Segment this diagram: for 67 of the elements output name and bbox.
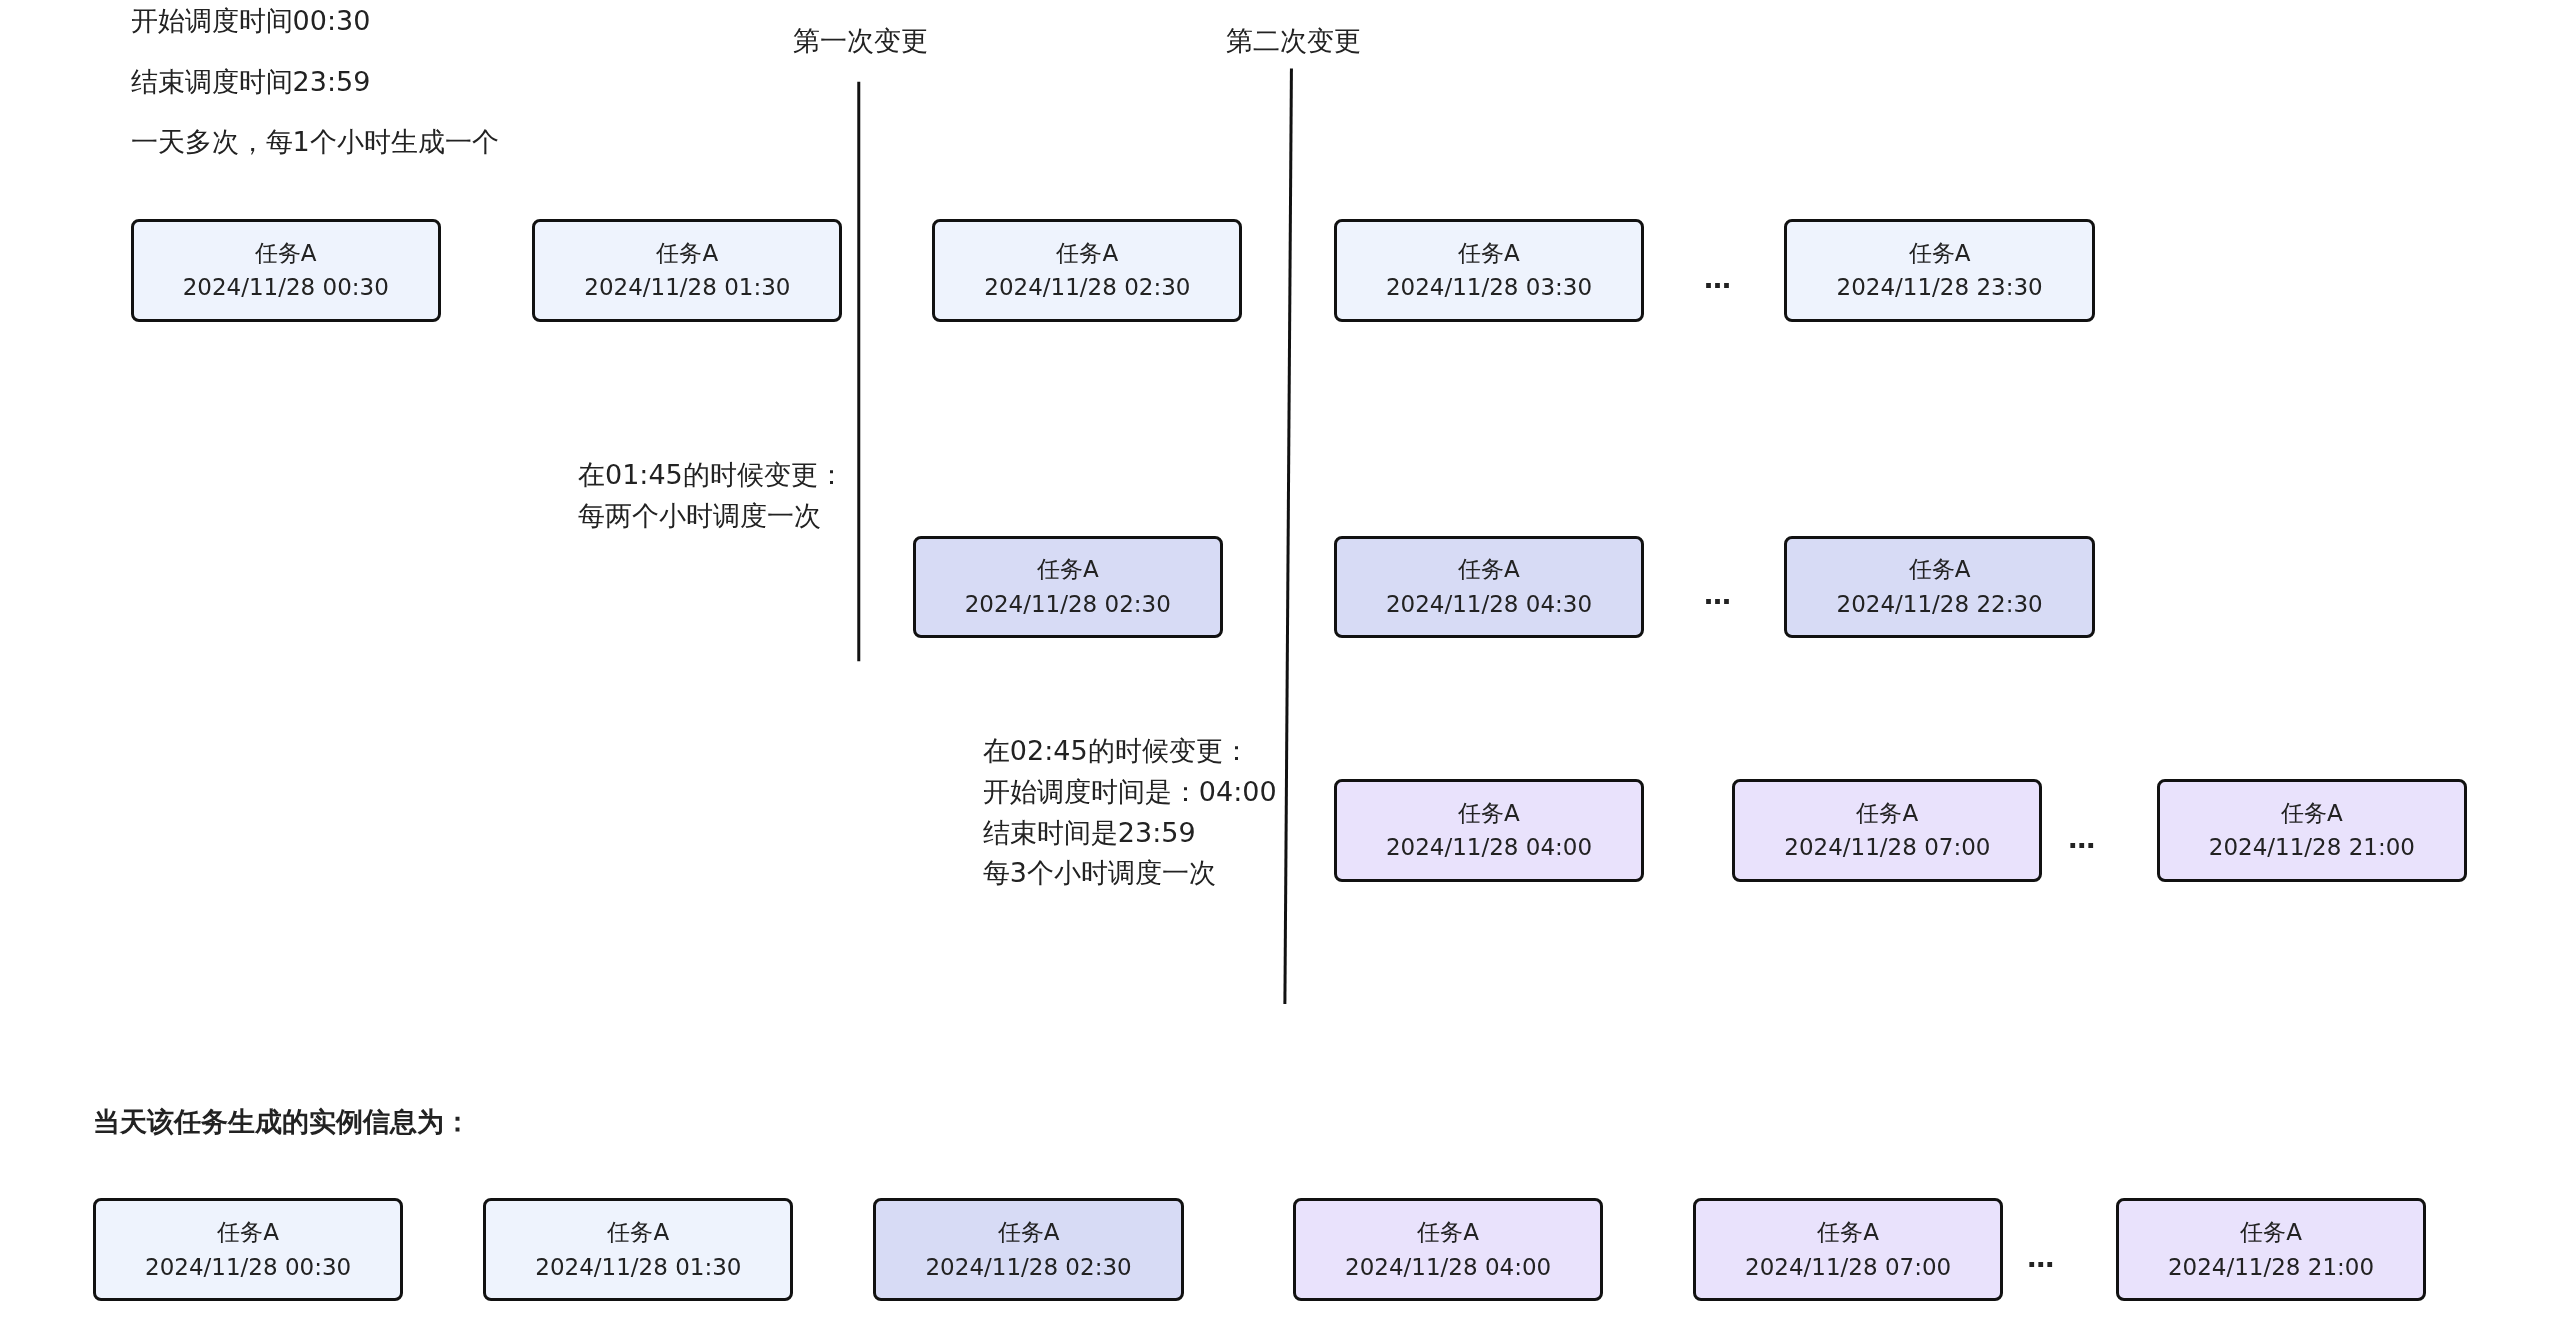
task-time: 2024/11/28 21:00 bbox=[2208, 833, 2415, 863]
task-box bbox=[2156, 778, 2467, 882]
task-box bbox=[1784, 535, 2095, 639]
note-text: 一天多次，每1个小时生成一个 bbox=[130, 125, 499, 160]
change-heading: 第二次变更 bbox=[1226, 23, 1362, 58]
ellipsis: … bbox=[2027, 1241, 2055, 1273]
change-heading: 第一次变更 bbox=[793, 23, 929, 58]
task-name: 任务A bbox=[2280, 798, 2343, 828]
task-time: 2024/11/28 02:30 bbox=[964, 589, 1171, 619]
task-box bbox=[1333, 535, 1645, 639]
task-box bbox=[873, 1198, 1184, 1302]
task-box bbox=[1293, 1198, 1604, 1302]
task-time: 2024/11/28 03:30 bbox=[1385, 273, 1593, 303]
task-name: 任务A bbox=[1056, 238, 1119, 268]
task-time: 2024/11/28 04:00 bbox=[1345, 1252, 1552, 1282]
note-text: 在02:45的时候变更： bbox=[982, 734, 1250, 768]
note-text: 每两个小时调度一次 bbox=[577, 498, 821, 533]
task-time: 2024/11/28 04:30 bbox=[1385, 589, 1593, 619]
section-heading: 当天该任务生成的实例信息为： bbox=[93, 1104, 472, 1139]
task-time: 2024/11/28 07:00 bbox=[1745, 1252, 1952, 1282]
task-name: 任务A bbox=[1856, 798, 1919, 828]
task-name: 任务A bbox=[1458, 555, 1520, 585]
task-name: 任务A bbox=[1908, 555, 1971, 585]
task-name: 任务A bbox=[254, 238, 317, 268]
task-box bbox=[1333, 218, 1645, 322]
note-text: 开始调度时间00:30 bbox=[130, 4, 371, 39]
task-box bbox=[532, 218, 843, 322]
note-text: 在01:45的时候变更： bbox=[577, 458, 845, 493]
task-time: 2024/11/28 01:30 bbox=[535, 1252, 742, 1282]
task-time: 2024/11/28 22:30 bbox=[1836, 589, 2043, 619]
ellipsis: … bbox=[1704, 262, 1732, 294]
task-name: 任务A bbox=[1417, 1218, 1479, 1248]
task-time: 2024/11/28 01:30 bbox=[584, 273, 791, 303]
task-box bbox=[1693, 1198, 2004, 1302]
task-box bbox=[2115, 1198, 2427, 1302]
task-box bbox=[130, 218, 441, 322]
note-text: 每3个小时调度一次 bbox=[982, 856, 1217, 891]
task-name: 任务A bbox=[997, 1218, 1060, 1248]
note-text: 结束时间是23:59 bbox=[982, 815, 1196, 850]
task-name: 任务A bbox=[656, 238, 719, 268]
note-text: 开始调度时间是：04:00 bbox=[982, 774, 1277, 809]
task-name: 任务A bbox=[1458, 238, 1520, 268]
task-box bbox=[483, 1198, 794, 1302]
task-name: 任务A bbox=[1458, 798, 1520, 828]
task-name: 任务A bbox=[607, 1218, 670, 1248]
task-box bbox=[93, 1198, 404, 1302]
task-box bbox=[912, 535, 1223, 639]
task-time: 2024/11/28 23:30 bbox=[1836, 273, 2043, 303]
task-name: 任务A bbox=[2240, 1218, 2302, 1248]
task-time: 2024/11/28 00:30 bbox=[145, 1252, 352, 1282]
task-time: 2024/11/28 00:30 bbox=[182, 273, 389, 303]
note-text: 结束调度时间23:59 bbox=[130, 64, 371, 99]
task-box bbox=[1784, 218, 2095, 322]
ellipsis: … bbox=[2068, 822, 2096, 854]
task-box bbox=[1732, 778, 2043, 882]
task-time: 2024/11/28 02:30 bbox=[984, 273, 1191, 303]
task-name: 任务A bbox=[217, 1218, 279, 1248]
task-box bbox=[932, 218, 1243, 322]
task-name: 任务A bbox=[1036, 555, 1099, 585]
task-time: 2024/11/28 02:30 bbox=[925, 1252, 1132, 1282]
task-name: 任务A bbox=[1817, 1218, 1879, 1248]
task-name: 任务A bbox=[1908, 238, 1971, 268]
task-time: 2024/11/28 07:00 bbox=[1784, 833, 1991, 863]
task-time: 2024/11/28 04:00 bbox=[1385, 833, 1593, 863]
ellipsis: … bbox=[1704, 578, 1732, 610]
task-time: 2024/11/28 21:00 bbox=[2167, 1252, 2375, 1282]
task-box bbox=[1333, 778, 1645, 882]
